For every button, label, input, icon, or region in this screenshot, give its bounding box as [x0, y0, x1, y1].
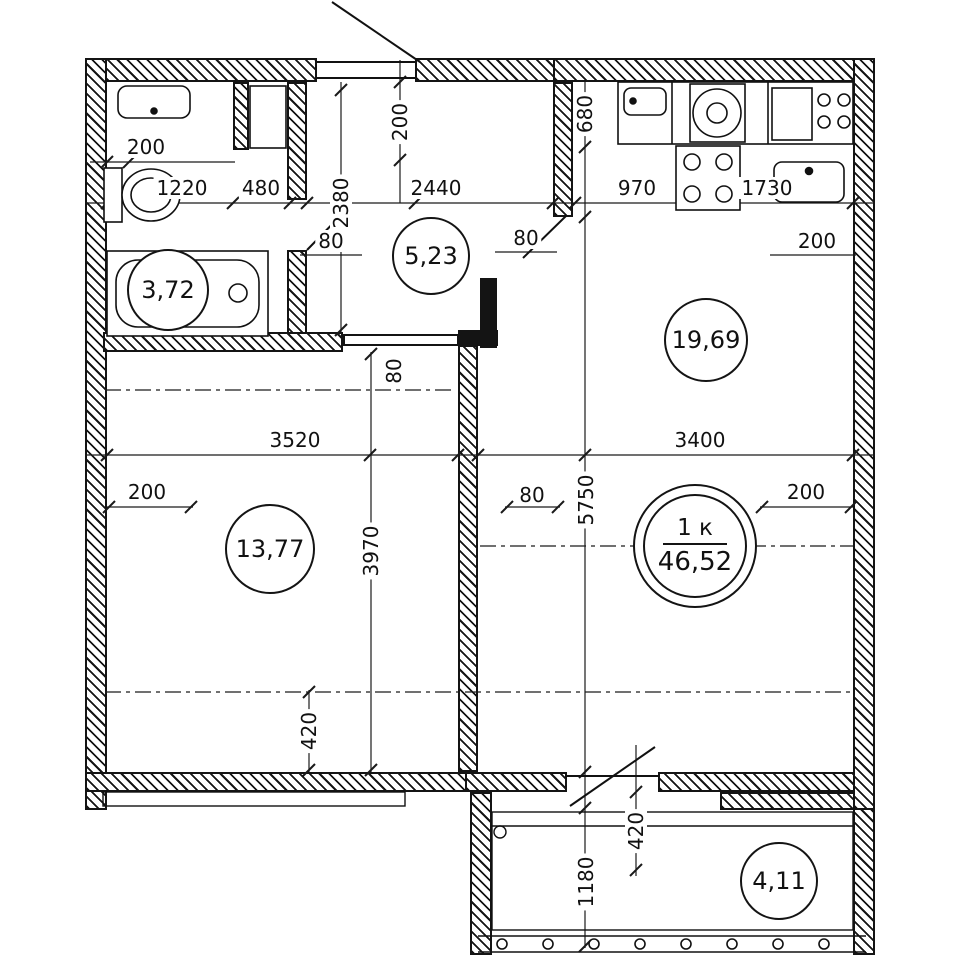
room-area-kitchen: 19,69 [664, 298, 748, 382]
dim-420-balcony-door: 420 [624, 808, 648, 854]
wall-left [85, 58, 107, 810]
room-area-balcony: 4,11 [740, 842, 818, 920]
room-area-living: 13,77 [225, 504, 315, 594]
dim-80-partition: 80 [382, 355, 406, 387]
dim-200-top-right-wall: 200 [794, 230, 840, 252]
dim-200-left-wall: 200 [124, 481, 170, 503]
wall-bottom-middle [465, 772, 567, 792]
wall-bathroom-right-upper [287, 82, 307, 200]
dim-420-bottom-wall: 420 [297, 708, 321, 754]
dim-5750-room-depth: 5750 [574, 471, 598, 529]
wall-top-middle [415, 58, 555, 82]
partition-hall-living [343, 334, 459, 346]
wall-bottom-right-inner [720, 792, 855, 810]
unit-type-label: 1 к [663, 515, 727, 545]
wall-top-left [85, 58, 317, 82]
dim-80-kitchen-wall: 80 [510, 227, 542, 249]
dim-1220-bathroom: 1220 [153, 177, 211, 199]
unit-summary-circle: 1 к 46,52 [633, 484, 757, 608]
room-area-hallway: 5,23 [392, 217, 470, 295]
dim-2380-bathroom-depth: 2380 [329, 174, 353, 232]
dim-3400-room-width: 3400 [671, 429, 729, 451]
dim-680-kitchen-wall: 680 [573, 91, 597, 137]
dim-2440-hallway: 2440 [407, 177, 465, 199]
dim-970-kitchen-left: 970 [614, 177, 660, 199]
unit-summary-inner: 1 к 46,52 [643, 494, 747, 598]
dim-80-corridor-wall: 80 [516, 484, 548, 506]
wall-top-right [553, 58, 875, 82]
unit-total-area: 46,52 [657, 547, 733, 577]
dim-80-bathroom-wall: 80 [315, 230, 347, 252]
room-area-bathroom: 3,72 [127, 249, 209, 331]
dim-200-entry-wall: 200 [388, 99, 412, 145]
wall-balcony-left [470, 792, 492, 955]
wall-corridor [458, 345, 478, 772]
dim-480-shower: 480 [238, 177, 284, 199]
dim-3520-living-width: 3520 [266, 429, 324, 451]
dim-3970-living-depth: 3970 [359, 522, 383, 580]
column-corridor-base [458, 330, 498, 346]
dim-1730-kitchen-right: 1730 [738, 177, 796, 199]
dim-200-top-left-wall: 200 [123, 136, 169, 158]
wall-shower-partition [233, 82, 249, 150]
wall-balcony-right [853, 808, 875, 955]
dim-200-right-wall: 200 [783, 481, 829, 503]
wall-hall-kitchen [553, 82, 573, 217]
dim-1180-balcony-depth: 1180 [574, 853, 598, 911]
wall-bottom-right [658, 772, 855, 792]
